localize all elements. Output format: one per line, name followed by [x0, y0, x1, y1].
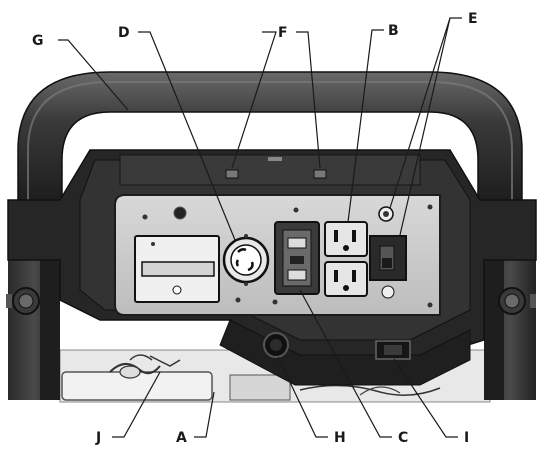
- callout-label-c: C: [398, 430, 409, 446]
- panel-top-ledge: [119, 154, 421, 186]
- callout-label-j: J: [96, 430, 102, 446]
- callout-label-a: A: [176, 430, 188, 446]
- lower-round-knob: [263, 332, 289, 358]
- lower-rocker-switch: [375, 340, 411, 360]
- frame-side-bolts: [6, 287, 536, 315]
- callout-label-h: H: [334, 430, 347, 446]
- circuit-breaker-and-switch: [369, 206, 407, 299]
- handle-tube: [17, 71, 523, 211]
- callout-label-d: D: [118, 25, 131, 41]
- callout-label-g: G: [32, 33, 44, 49]
- callout-label-e: E: [468, 11, 479, 27]
- callout-label-b: B: [388, 23, 400, 39]
- gfci-outlet: [274, 221, 320, 295]
- callout-leaders: [58, 17, 462, 438]
- callout-label-f: F: [278, 25, 289, 41]
- callout-label-i: I: [464, 430, 470, 446]
- hour-meter: [134, 235, 220, 303]
- duplex-outlets: [324, 221, 368, 297]
- twist-lock-outlet: [222, 234, 270, 286]
